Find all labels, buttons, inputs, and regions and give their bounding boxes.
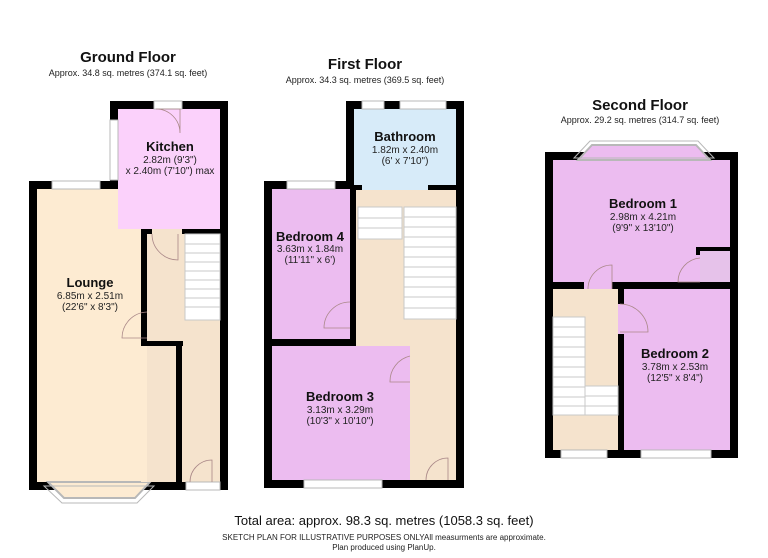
window-bathroom-1 (361, 100, 385, 110)
first-floor-plan: Bathroom 1.82m x 2.40m (6' x 7'10") Bedr… (264, 100, 464, 489)
window-bedroom-4 (286, 180, 336, 190)
ground-floor-title: Ground Floor (80, 49, 176, 66)
bay-window-bedroom-1 (575, 144, 713, 161)
second-floor-plan: Bedroom 1 2.98m x 4.21m (9'9" x 13'10") … (545, 140, 738, 459)
stairs-ground (184, 233, 221, 321)
total-area: Total area: approx. 98.3 sq. metres (105… (234, 513, 534, 528)
disclaimer-line-1: SKETCH PLAN FOR ILLUSTRATIVE PURPOSES ON… (222, 533, 546, 542)
door-landing-cupboard[interactable] (425, 457, 449, 481)
room-bedroom-4 (272, 189, 350, 339)
bedroom-3-dim2: (10'3" x 10'10") (306, 416, 373, 427)
room-cupboard (700, 251, 730, 282)
stairs-second (552, 316, 586, 416)
bedroom-1-dim2: (9'9" x 13'10") (612, 223, 674, 234)
disclaimer: SKETCH PLAN FOR ILLUSTRATIVE PURPOSES ON… (0, 533, 768, 553)
bedroom-2-dim1: 3.78m x 2.53m (642, 362, 708, 373)
window-landing-second (560, 449, 608, 459)
window-bedroom-2 (640, 449, 712, 459)
door-kitchen-hall[interactable] (151, 233, 179, 261)
bedroom-3-dim1: 3.13m x 3.29m (307, 405, 373, 416)
kitchen-dim1: 2.82m (9'3") (143, 155, 197, 166)
bedroom-2-label: Bedroom 2 (641, 346, 709, 361)
window-lounge-rear (51, 180, 101, 190)
bedroom-2-dim2: (12'5" x 8'4") (647, 373, 703, 384)
bedroom-1-label: Bedroom 1 (609, 196, 677, 211)
room-kitchen (118, 109, 220, 229)
door-bedroom-4[interactable] (323, 301, 351, 329)
second-floor-title: Second Floor (592, 97, 688, 114)
bedroom-3-label: Bedroom 3 (306, 389, 374, 404)
bay-window-lounge (45, 481, 153, 499)
door-cupboard[interactable] (677, 257, 701, 283)
second-floor-area: Approx. 29.2 sq. metres (314.7 sq. feet) (560, 115, 720, 125)
lounge-dim2: (22'6" x 8'3") (62, 302, 118, 313)
stairs-first-long (403, 206, 457, 320)
door-bedroom-2[interactable] (619, 303, 649, 333)
bedroom-4-dim1: 3.63m x 1.84m (277, 244, 343, 255)
kitchen-label: Kitchen (146, 139, 194, 154)
first-floor-title: First Floor (327, 56, 403, 73)
bedroom-1-dim1: 2.98m x 4.21m (610, 212, 676, 223)
ground-floor-plan: Kitchen 2.82m (9'3") x 2.40m (7'10") max… (29, 100, 228, 504)
bathroom-dim2: (6' x 7'10") (382, 156, 429, 167)
window-bedroom-3 (303, 479, 383, 489)
door-bedroom-3[interactable] (389, 355, 411, 383)
stairs-first-short (357, 206, 403, 240)
window-kitchen-side (109, 119, 119, 181)
disclaimer-line-2: Plan produced using PlanUp. (332, 543, 436, 552)
room-bathroom (354, 109, 456, 185)
first-floor-area: Approx. 34.3 sq. metres (369.5 sq. feet) (285, 75, 445, 85)
door-bedroom-1[interactable] (587, 264, 613, 290)
bedroom-4-label: Bedroom 4 (276, 229, 345, 244)
room-bedroom-2 (624, 289, 730, 450)
bathroom-label: Bathroom (374, 129, 435, 144)
lounge-label: Lounge (67, 275, 114, 290)
bedroom-4-dim2: (11'11" x 6') (285, 255, 336, 266)
room-lounge (37, 189, 141, 482)
ground-floor-area: Approx. 34.8 sq. metres (374.1 sq. feet) (48, 68, 208, 78)
room-bedroom-3 (272, 346, 410, 480)
lounge-dim1: 6.85m x 2.51m (57, 291, 123, 302)
door-front[interactable] (185, 481, 221, 491)
bathroom-dim1: 1.82m x 2.40m (372, 145, 438, 156)
door-lounge[interactable] (121, 311, 148, 339)
window-bathroom-2 (399, 100, 447, 110)
door-kitchen-back[interactable] (153, 100, 183, 110)
kitchen-dim2: x 2.40m (7'10") max (126, 166, 215, 177)
